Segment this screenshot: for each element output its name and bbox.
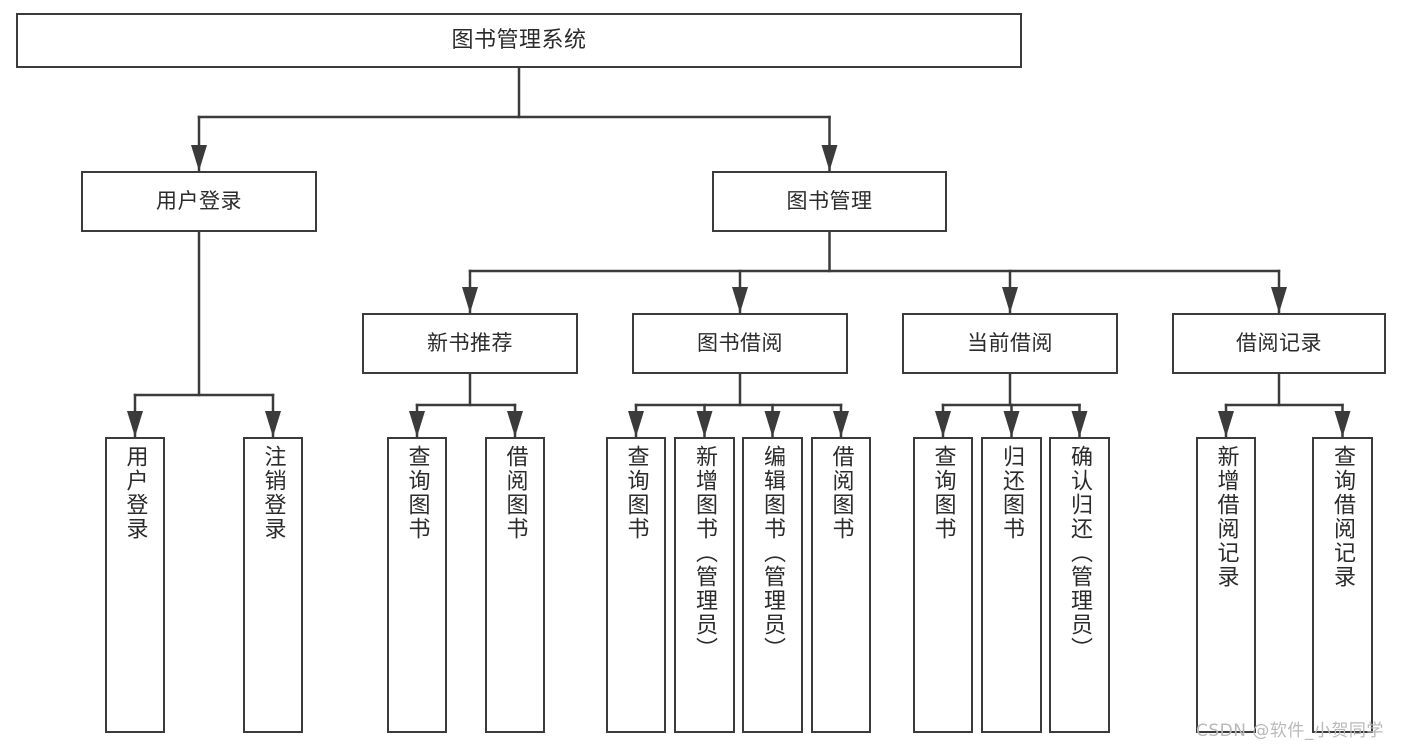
node-label: 查询图书 [623,445,649,541]
node-l-q1[interactable]: 查询图书 [387,437,447,733]
node-l-ret[interactable]: 归还图书 [981,437,1042,733]
node-label: 归还图书 [999,445,1025,541]
arrowhead-icon [191,145,207,171]
node-label: 新书推荐 [427,331,513,356]
node-l-add[interactable]: 新增图书（管理员） [674,437,735,733]
arrowhead-icon [732,287,748,313]
node-n-new[interactable]: 新书推荐 [362,313,578,374]
node-label: 图书借阅 [697,331,783,356]
node-l-q2[interactable]: 查询图书 [606,437,666,733]
arrowhead-icon [1002,287,1018,313]
node-n-book[interactable]: 图书管理 [712,171,947,232]
node-l-qrec[interactable]: 查询借阅记录 [1312,437,1373,733]
watermark-text: CSDN @软件_小贺同学 [1196,721,1384,741]
node-n-rec[interactable]: 借阅记录 [1172,313,1386,374]
arrowhead-icon [696,411,713,437]
arrowhead-icon [1071,411,1088,437]
node-label: 编辑图书（管理员） [760,445,786,661]
arrowhead-icon [833,411,849,437]
arrowhead-icon [265,411,281,437]
node-root[interactable]: 图书管理系统 [16,13,1022,68]
arrowhead-icon [409,411,425,437]
node-label: 注销登录 [260,445,286,541]
arrowhead-icon [821,145,838,171]
arrowhead-icon [1271,287,1287,313]
node-label: 新增借阅记录 [1213,445,1239,589]
node-l-b2[interactable]: 借阅图书 [811,437,871,733]
node-label: 借阅图书 [502,445,528,541]
node-l-logout[interactable]: 注销登录 [243,437,303,733]
node-label: 借阅图书 [828,445,854,541]
arrowhead-icon [127,411,143,437]
arrowhead-icon [935,411,951,437]
arrowhead-icon [462,287,478,313]
arrowhead-icon [628,411,644,437]
node-l-edit[interactable]: 编辑图书（管理员） [742,437,803,733]
node-label: 用户登录 [122,445,148,541]
node-label: 借阅记录 [1236,331,1322,356]
node-label: 查询图书 [404,445,430,541]
node-l-addrec[interactable]: 新增借阅记录 [1196,437,1256,733]
node-n-user[interactable]: 用户登录 [81,171,317,232]
node-label: 图书管理 [786,189,873,214]
node-l-login[interactable]: 用户登录 [105,437,165,733]
node-n-cur[interactable]: 当前借阅 [902,313,1118,374]
arrowhead-icon [764,411,781,437]
node-label: 查询图书 [930,445,956,541]
node-l-q3[interactable]: 查询图书 [913,437,973,733]
node-l-b1[interactable]: 借阅图书 [485,437,545,733]
arrowhead-icon [1218,411,1234,437]
node-label: 图书管理系统 [451,27,587,53]
arrowhead-icon [1334,411,1351,437]
node-l-conf[interactable]: 确认归还（管理员） [1049,437,1110,733]
node-label: 确认归还（管理员） [1067,445,1093,661]
node-label: 新增图书（管理员） [692,445,718,661]
node-label: 当前借阅 [967,331,1053,356]
node-label: 查询借阅记录 [1330,445,1356,589]
node-label: 用户登录 [156,189,242,214]
node-n-lend[interactable]: 图书借阅 [632,313,848,374]
arrowhead-icon [507,411,523,437]
arrowhead-icon [1003,411,1020,437]
